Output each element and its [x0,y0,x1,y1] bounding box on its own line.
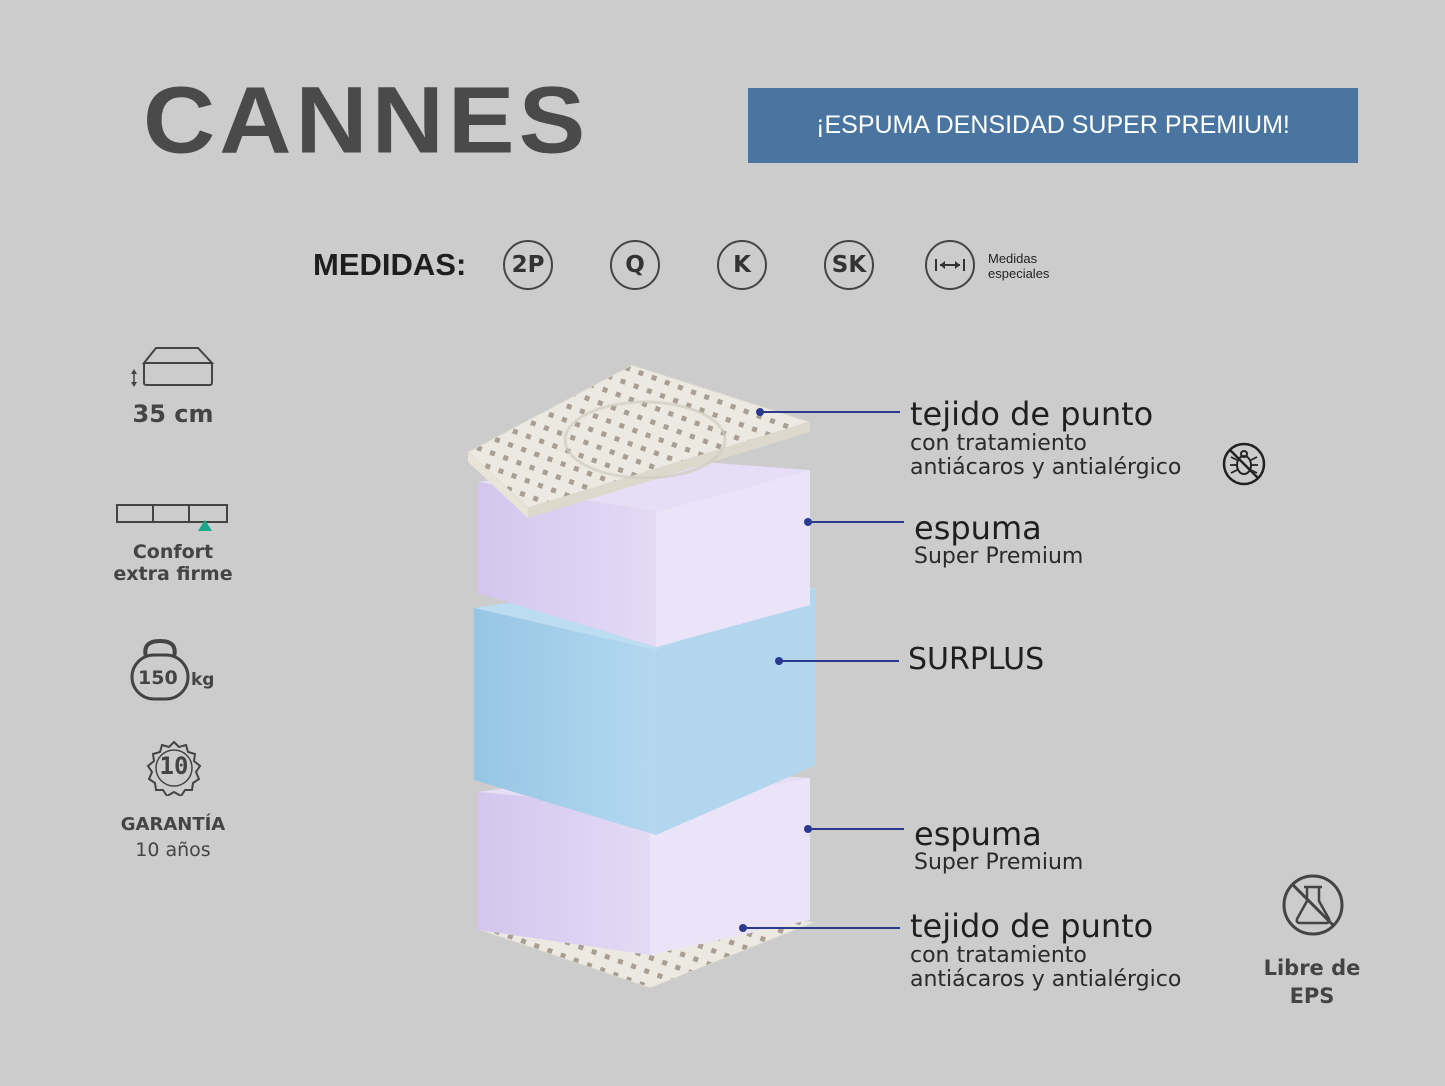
layer-3-title: SURPLUS [908,642,1045,677]
layer-2-sub1: Super Premium [914,544,1084,569]
layer-2-title: espuma [914,509,1042,547]
size-badge-sk[interactable]: SK [824,240,874,290]
mattress-height-icon [131,347,215,387]
sizes-label: MEDIDAS: [313,247,467,282]
weight-unit: kg [191,670,215,690]
weight-value: 150 [138,667,178,689]
layer-1-sub2: antiácaros y antialérgico [910,455,1182,480]
layer-label-1: tejido de punto con tratamiento antiácar… [910,398,1181,480]
layer-5-title: tejido de punto [910,907,1154,945]
layer-5-sub2: antiácaros y antialérgico [910,967,1182,992]
mattress-layers-illustration [467,364,816,989]
density-banner: ¡ESPUMA DENSIDAD SUPER PREMIUM! [748,88,1358,163]
kettlebell-icon [130,638,190,701]
layer-4-title: espuma [914,815,1042,853]
no-eps-flask-icon [1282,874,1344,936]
layer-label-2: espuma Super Premium [914,512,1083,569]
size-badge-k[interactable]: K [717,240,767,290]
layer-1-sub1: con tratamiento [910,431,1087,456]
anti-mite-icon [1222,442,1266,486]
leader-line-3 [779,660,899,662]
size-badge-q[interactable]: Q [610,240,660,290]
layer-1-title: tejido de punto [910,395,1154,433]
layer-4-sub1: Super Premium [914,850,1084,875]
layer-5-sub1: con tratamiento [910,943,1087,968]
leader-line-5 [743,927,900,929]
special-sizes-line1: Medidas [988,251,1038,266]
eps-line2: EPS [1289,984,1335,1008]
height-value: 35 cm [132,400,214,428]
comfort-line1: Confort [132,541,214,563]
comfort-scale-icon [116,504,228,531]
warranty-seal-icon [146,740,202,796]
comfort-line2: extra firme [113,563,233,585]
warranty-title: GARANTÍA [120,814,226,835]
comfort-level-marker [198,520,212,531]
leader-line-4 [808,828,904,830]
width-arrows-icon[interactable] [925,240,975,290]
eps-line1: Libre de [1263,956,1361,980]
layer-label-4: espuma Super Premium [914,818,1083,875]
special-sizes-text: Medidas especiales [988,251,1049,281]
layer-label-3: SURPLUS [908,645,1044,675]
comfort-text: Confort extra firme [98,541,248,585]
top-foam-layer [478,458,810,647]
product-title: CANNES [143,66,590,174]
size-badge-2p[interactable]: 2P [503,240,553,290]
leader-line-1 [760,411,900,413]
warranty-sub: 10 años [135,839,211,861]
layer-label-5: tejido de punto con tratamiento antiácar… [910,910,1181,992]
warranty-years: 10 [159,752,189,780]
special-sizes-line2: especiales [988,266,1050,281]
leader-line-2 [808,521,904,523]
eps-free-text: Libre de EPS [1252,954,1372,1010]
top-fabric-layer [467,364,812,518]
